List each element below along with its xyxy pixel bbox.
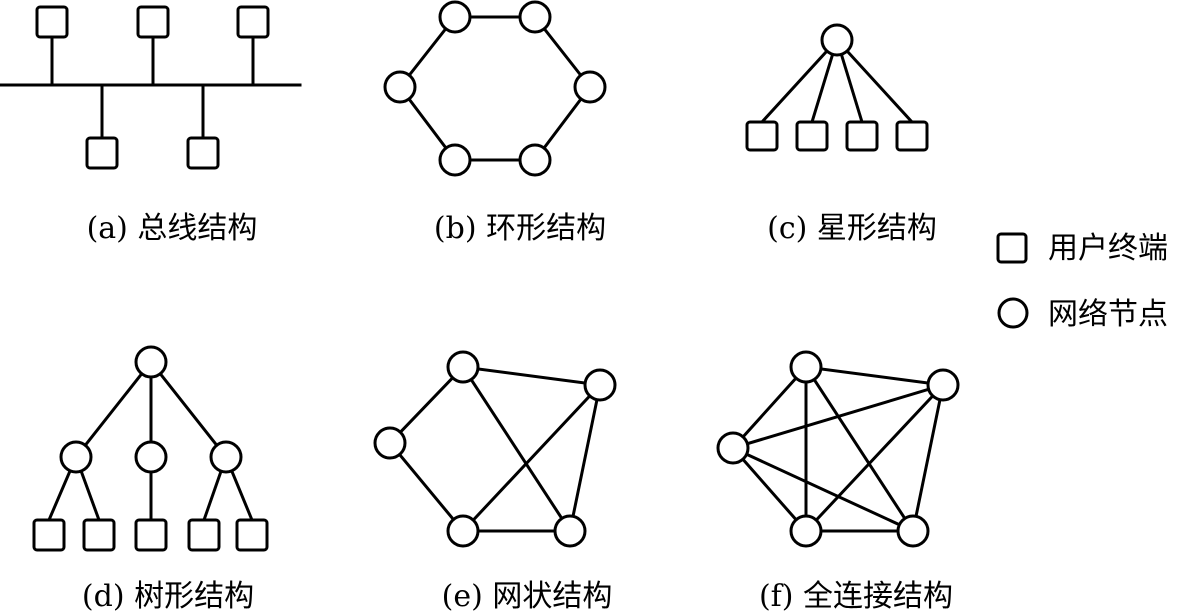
network-node bbox=[820, 23, 854, 57]
link bbox=[73, 359, 154, 460]
link bbox=[911, 383, 945, 533]
link bbox=[731, 446, 915, 533]
user-terminal bbox=[186, 136, 220, 170]
network-node bbox=[438, 143, 472, 177]
link bbox=[804, 365, 945, 387]
user-terminal bbox=[134, 518, 168, 552]
network-node bbox=[518, 143, 552, 177]
link bbox=[731, 383, 945, 450]
user-terminal bbox=[187, 518, 221, 552]
link bbox=[387, 364, 466, 446]
link bbox=[568, 383, 602, 533]
network-node bbox=[518, 0, 552, 34]
legend-node-label: 网络节点 bbox=[1048, 297, 1168, 332]
link bbox=[730, 445, 809, 534]
network-node bbox=[896, 514, 930, 548]
network-node bbox=[553, 514, 587, 548]
bus-topology: (a) 总线结构 bbox=[0, 5, 302, 246]
link bbox=[460, 364, 573, 534]
ring-links bbox=[398, 15, 592, 162]
legend-terminal-label: 用户终端 bbox=[1048, 231, 1168, 266]
caption-mesh: (e) 网状结构 bbox=[442, 579, 613, 614]
user-terminal bbox=[845, 120, 879, 152]
network-node bbox=[59, 440, 93, 474]
legend: 用户终端 网络节点 bbox=[996, 231, 1168, 332]
network-node bbox=[209, 440, 243, 474]
network-node bbox=[573, 70, 607, 104]
ring-topology: (b) 环形结构 bbox=[383, 0, 607, 246]
caption-ring: (b) 环形结构 bbox=[434, 211, 606, 246]
user-terminal bbox=[35, 5, 69, 39]
link bbox=[460, 382, 603, 534]
link bbox=[834, 37, 915, 125]
user-terminal bbox=[85, 136, 119, 170]
link bbox=[387, 440, 466, 534]
user-terminal bbox=[235, 518, 269, 552]
link bbox=[148, 359, 229, 460]
network-node bbox=[134, 345, 168, 379]
link bbox=[461, 365, 602, 387]
mesh-topology: (e) 网状结构 bbox=[373, 350, 617, 614]
legend-terminal-icon bbox=[996, 232, 1028, 264]
link bbox=[730, 364, 809, 451]
network-node bbox=[438, 0, 472, 34]
caption-tree: (d) 树形结构 bbox=[82, 579, 254, 614]
full-mesh-topology: (f) 全连接结构 bbox=[716, 350, 960, 614]
user-terminal bbox=[32, 518, 66, 552]
caption-star: (c) 星形结构 bbox=[767, 211, 937, 246]
user-terminal bbox=[795, 120, 829, 152]
network-node bbox=[373, 426, 407, 460]
user-terminal bbox=[745, 120, 779, 152]
network-node bbox=[926, 368, 960, 402]
caption-full-mesh: (f) 全连接结构 bbox=[759, 579, 953, 614]
link bbox=[759, 37, 840, 125]
caption-bus: (a) 总线结构 bbox=[87, 211, 258, 246]
user-terminal bbox=[136, 5, 170, 39]
network-node bbox=[134, 440, 168, 474]
user-terminal bbox=[895, 120, 929, 152]
star-topology: (c) 星形结构 bbox=[745, 23, 937, 246]
network-node bbox=[446, 350, 480, 384]
link bbox=[803, 364, 916, 534]
network-node bbox=[789, 350, 823, 384]
network-node bbox=[716, 431, 750, 465]
user-terminal bbox=[236, 5, 270, 39]
link bbox=[803, 382, 946, 534]
user-terminal bbox=[82, 518, 116, 552]
network-node bbox=[383, 70, 417, 104]
tree-topology: (d) 树形结构 bbox=[32, 345, 269, 614]
legend-node-icon bbox=[997, 297, 1029, 329]
network-node bbox=[583, 368, 617, 402]
network-node bbox=[789, 514, 823, 548]
network-node bbox=[446, 514, 480, 548]
